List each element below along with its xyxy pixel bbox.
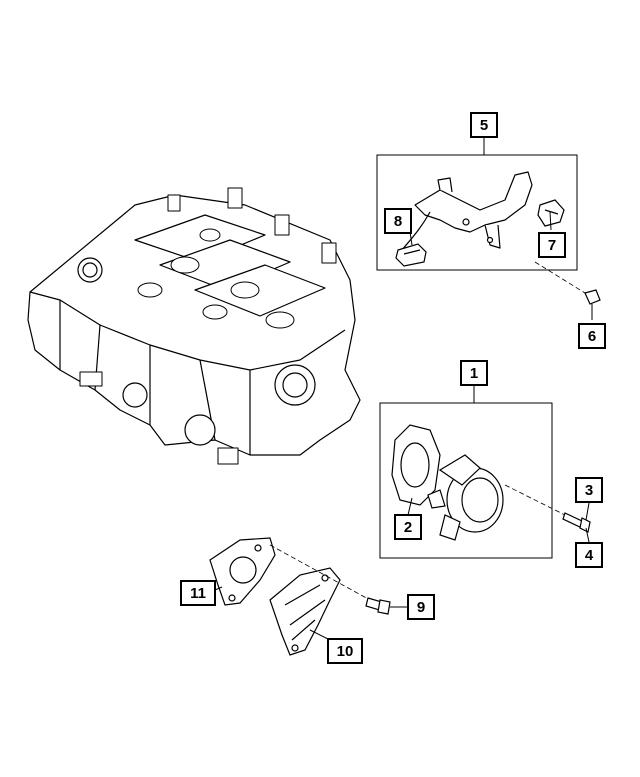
connector-7 (537, 199, 565, 227)
callout-6: 6 (578, 323, 606, 349)
engine-cylinder-head (27, 187, 361, 465)
gasket-11 (209, 537, 276, 606)
callout-1: 1 (460, 360, 488, 386)
callout-11: 11 (180, 580, 216, 606)
bracket-10 (269, 544, 371, 656)
callout-3: 3 (575, 477, 603, 503)
gasket-2 (391, 424, 441, 506)
callout-10: 10 (327, 638, 363, 664)
callout-9: 9 (407, 594, 435, 620)
bolt-6 (534, 261, 601, 305)
bolt-9 (365, 597, 391, 615)
vacuum-pump (427, 454, 566, 541)
harness-group-box (376, 138, 578, 271)
connector-8 (395, 243, 427, 267)
callout-2: 2 (394, 514, 422, 540)
callout-5: 5 (470, 112, 498, 138)
callout-8: 8 (384, 208, 412, 234)
wiring-harness-bracket (401, 171, 533, 251)
vacuum-pump-group-box (379, 385, 553, 559)
callout-4: 4 (575, 542, 603, 568)
bolt-3 (562, 512, 591, 533)
callout-7: 7 (538, 232, 566, 258)
